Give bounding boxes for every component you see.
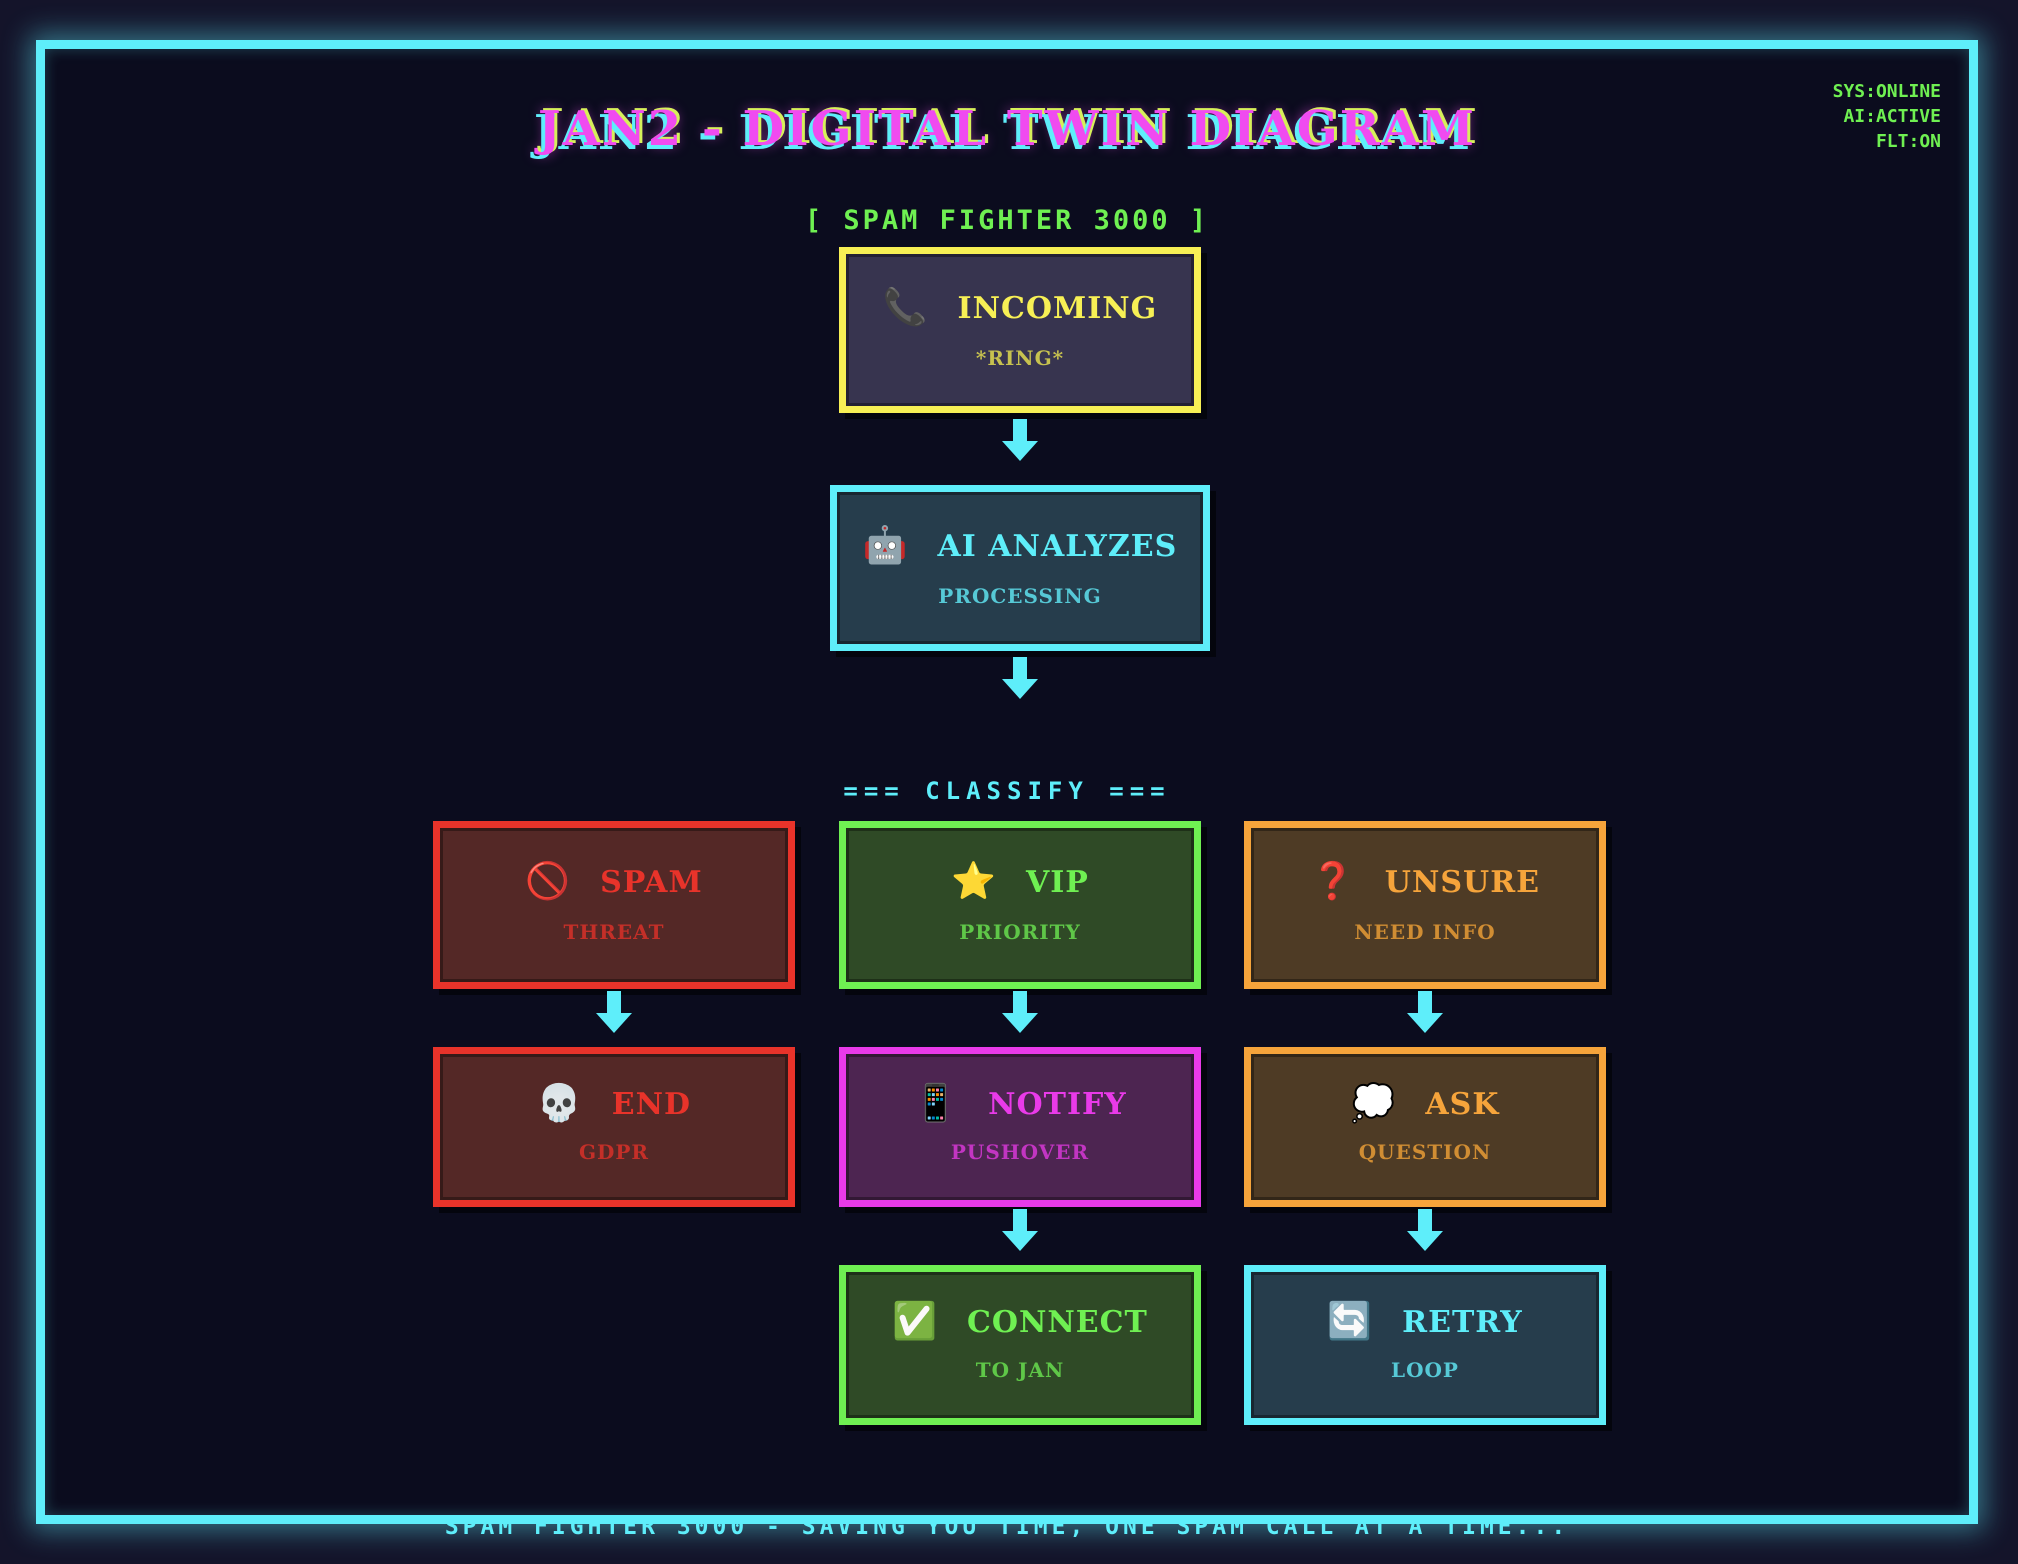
node-end: 💀 END GDPR [433,1047,795,1207]
thought-bubble-icon: 💭 [1350,1083,1396,1124]
node-end-sub: GDPR [578,1140,650,1164]
node-ai-analyzes: 🤖 AI ANALYZES PROCESSING [830,485,1210,651]
node-end-label: END [611,1086,692,1122]
node-spam-sub: THREAT [563,920,665,944]
diagram-frame: SYS:ONLINE AI:ACTIVE FLT:ON JAN2 - DIGIT… [36,40,1978,1540]
check-mark-icon: ✅ [892,1301,937,1342]
status-flt: FLT:ON [1875,131,1941,152]
classify-label: === CLASSIFY === [843,777,1171,805]
node-ai-label: AI ANALYZES [937,528,1178,564]
refresh-icon: 🔄 [1327,1301,1373,1342]
node-retry-sub: LOOP [1391,1358,1459,1382]
node-retry: 🔄 RETRY LOOP [1244,1265,1606,1425]
robot-icon: 🤖 [862,525,908,566]
node-vip-sub: PRIORITY [959,920,1081,944]
footer-tagline: SPAM FIGHTER 3000 - SAVING YOU TIME, ONE… [444,1514,1570,1540]
skull-icon: 💀 [536,1083,582,1124]
node-unsure: ❓ UNSURE NEED INFO [1244,821,1606,989]
node-incoming-label: INCOMING [957,290,1158,326]
node-unsure-label: UNSURE [1384,864,1541,900]
arrow-down-icon [1002,991,1038,1033]
node-spam: 🚫 SPAM THREAT [433,821,795,989]
node-vip: ⭐ VIP PRIORITY [839,821,1201,989]
page-subtitle: [ SPAM FIGHTER 3000 ] [804,205,1210,236]
star-icon: ⭐ [951,861,996,902]
status-sys: SYS:ONLINE [1832,81,1941,102]
node-ask: 💭 ASK QUESTION [1244,1047,1606,1207]
node-incoming-sub: *RING* [975,346,1065,370]
node-notify-label: NOTIFY [988,1086,1127,1122]
node-retry-label: RETRY [1402,1304,1523,1340]
phone-icon: 📞 [882,287,928,328]
node-unsure-sub: NEED INFO [1354,920,1496,944]
node-connect-label: CONNECT [966,1304,1148,1340]
page-title: JAN2 - DIGITAL TWIN DIAGRAM [537,101,1477,157]
arrow-down-icon [596,991,632,1033]
arrow-down-icon [1407,991,1443,1033]
arrow-down-icon [1002,419,1038,461]
node-ask-sub: QUESTION [1358,1140,1492,1164]
node-connect-sub: TO JAN [975,1358,1065,1382]
arrow-down-icon [1002,1209,1038,1251]
node-notify: 📱 NOTIFY PUSHOVER [839,1047,1201,1207]
node-connect: ✅ CONNECT TO JAN [839,1265,1201,1425]
node-notify-sub: PUSHOVER [950,1140,1090,1164]
question-mark-icon: ❓ [1309,861,1355,902]
status-ai: AI:ACTIVE [1843,106,1941,127]
arrow-down-icon [1002,657,1038,699]
prohibited-icon: 🚫 [525,861,571,902]
node-spam-label: SPAM [600,864,703,900]
node-ask-label: ASK [1425,1086,1500,1122]
arrow-down-icon [1407,1209,1443,1251]
node-vip-label: VIP [1025,864,1089,900]
node-incoming: 📞 INCOMING *RING* [839,247,1201,413]
mobile-phone-icon: 📱 [913,1083,959,1124]
status-panel: SYS:ONLINE AI:ACTIVE FLT:ON [1833,79,1941,154]
node-ai-sub: PROCESSING [938,584,1102,608]
